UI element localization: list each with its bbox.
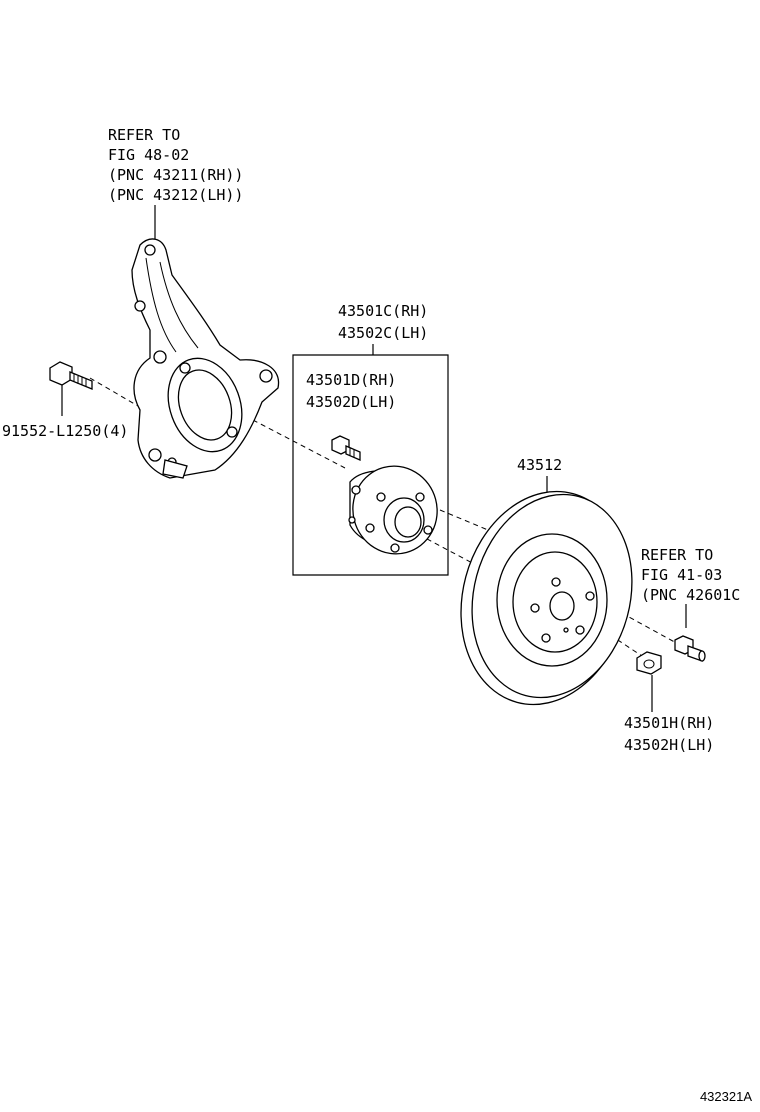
knuckle-ref-line-4: (PNC 43212(LH)): [108, 186, 243, 204]
nut-ref-line-2: FIG 41-03: [641, 566, 722, 584]
wheel-nut-icon: [674, 635, 706, 662]
hub-inner-callout: 43501D(RH) 43502D(LH): [306, 371, 396, 411]
nut-ref-line-1: REFER TO: [641, 546, 713, 564]
nut-line-1: 43501H(RH): [624, 714, 714, 732]
flange-bolt-icon: [49, 361, 93, 390]
nut-reference-callout: REFER TO FIG 41-03 (PNC 42601C: [641, 546, 740, 604]
hub-stud-icon: [331, 435, 361, 461]
nut-callout: 43501H(RH) 43502H(LH): [624, 714, 714, 754]
hub-inner-line-2: 43502D(LH): [306, 393, 396, 411]
hub-inner-line-1: 43501D(RH): [306, 371, 396, 389]
hub-group-line-1: 43501C(RH): [338, 302, 428, 320]
hub-group-line-2: 43502C(LH): [338, 324, 428, 342]
steering-knuckle-icon: [131, 238, 280, 479]
hub-nut-icon: [636, 651, 662, 675]
nut-ref-line-3: (PNC 42601C: [641, 586, 740, 604]
bolt-part-number: 91552-L1250(4): [2, 422, 128, 440]
hub-bearing-icon: [348, 465, 438, 555]
figure-id: 432321A: [699, 1089, 752, 1104]
knuckle-ref-line-1: REFER TO: [108, 126, 180, 144]
knuckle-ref-line-2: FIG 48-02: [108, 146, 189, 164]
knuckle-ref-line-3: (PNC 43211(RH)): [108, 166, 243, 184]
brake-rotor-icon: [460, 490, 633, 706]
knuckle-reference-callout: REFER TO FIG 48-02 (PNC 43211(RH)) (PNC …: [108, 126, 243, 204]
leader-lines: [61, 205, 687, 712]
nut-line-2: 43502H(LH): [624, 736, 714, 754]
rotor-part-number: 43512: [517, 456, 562, 474]
hub-group-callout: 43501C(RH) 43502C(LH): [338, 302, 428, 342]
